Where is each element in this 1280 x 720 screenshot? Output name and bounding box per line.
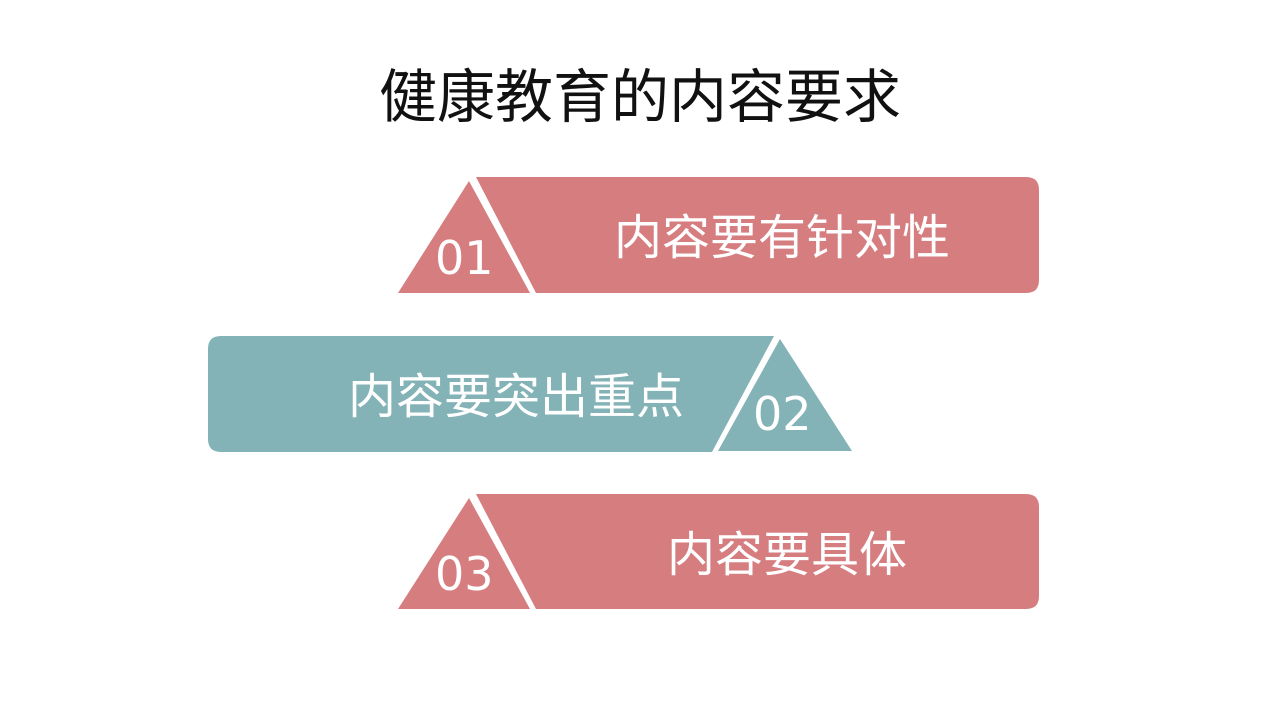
item-2-number: 02 [753,387,812,441]
item-3-banner [476,494,1039,609]
item-2-banner [208,336,774,452]
item-1-label: 内容要有针对性 [614,210,951,266]
item-3-number: 03 [435,547,494,601]
item-2-triangle [718,339,852,451]
item-1-number: 01 [435,231,494,285]
item-1-triangle [398,181,530,293]
item-1-banner [476,177,1039,293]
item-2-label: 内容要突出重点 [348,369,685,425]
item-3-label: 内容要具体 [667,527,908,583]
item-3-triangle [398,498,530,609]
slide-title: 健康教育的内容要求 [378,63,901,131]
